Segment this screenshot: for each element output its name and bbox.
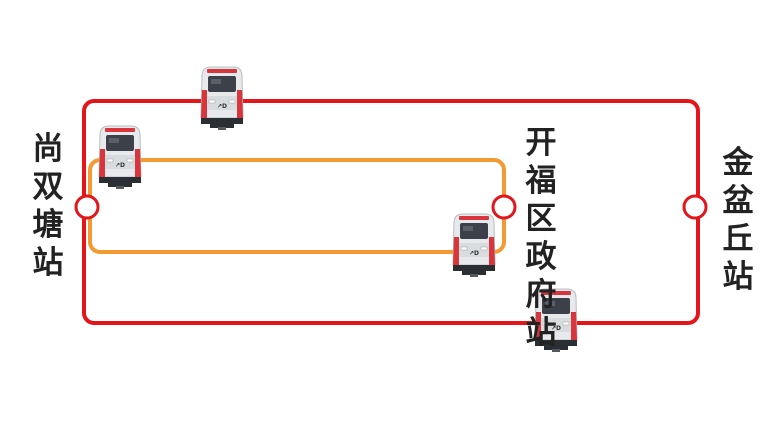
train-icon-inner-top bbox=[98, 125, 142, 190]
train-icon-inner-bottom bbox=[452, 213, 496, 278]
station-marker-west[interactable] bbox=[74, 194, 100, 220]
station-label-west: 尚 双 塘 站 bbox=[32, 131, 64, 281]
train-icon-outer-top bbox=[200, 66, 244, 131]
station-label-east: 金 盆 丘 站 bbox=[722, 145, 754, 295]
station-marker-middle[interactable] bbox=[491, 194, 517, 220]
station-label-middle: 开 福 区 政 府 站 bbox=[525, 125, 557, 351]
outer-loop-line bbox=[82, 99, 700, 325]
station-marker-east[interactable] bbox=[682, 194, 708, 220]
inner-loop-line bbox=[88, 158, 506, 254]
